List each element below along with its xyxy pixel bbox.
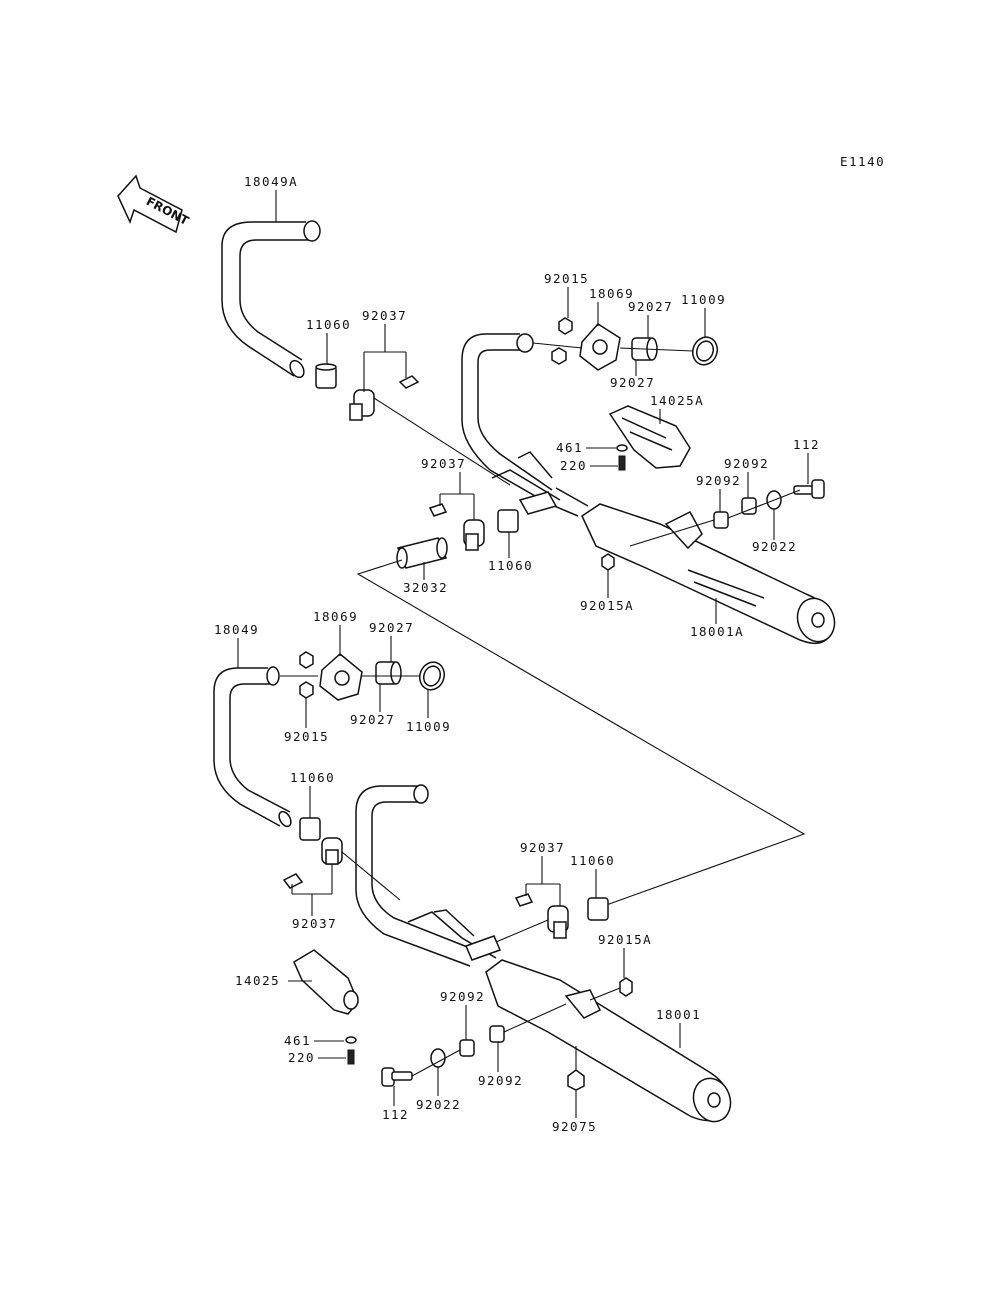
front-arrow-icon: FRONT [117, 174, 192, 234]
nut-92015-upper-a [558, 317, 573, 335]
label-92027-upper-a: 92027 [628, 299, 673, 314]
label-11060-upper-b: 11060 [488, 558, 533, 573]
label-18001: 18001 [656, 1007, 701, 1022]
clamp-92037-upper [349, 375, 420, 421]
clamp-92037-lower [282, 837, 343, 889]
label-18001A: 18001A [690, 624, 744, 639]
label-92092-upper-a: 92092 [724, 456, 769, 471]
washer-461-lower [345, 1036, 357, 1044]
label-220-upper: 220 [560, 458, 587, 473]
label-18049: 18049 [214, 622, 259, 637]
collar-92092-upper-a [741, 497, 757, 515]
label-112-lower: 112 [382, 1107, 409, 1122]
label-14025: 14025 [235, 973, 280, 988]
gasket-92027-lower [375, 661, 402, 685]
label-32032: 32032 [403, 580, 448, 595]
exhaust-pipe-18049A [221, 220, 321, 379]
label-92022-lower: 92022 [416, 1097, 461, 1112]
label-92015-lower: 92015 [284, 729, 329, 744]
nut-92015A-lower [619, 977, 633, 997]
sleeve-11060-lower [299, 817, 321, 841]
sleeve-11060-lower-b [587, 897, 609, 921]
label-92037-upper: 92037 [362, 308, 407, 323]
collar-92092-lower-a [459, 1039, 475, 1057]
label-92037-lower-b: 92037 [520, 840, 565, 855]
label-18069-lower: 18069 [313, 609, 358, 624]
label-92015A-upper: 92015A [580, 598, 634, 613]
gasket-11009-lower [418, 661, 446, 691]
diagram-code: E1140 [840, 154, 885, 169]
collector-pipe-lower [355, 784, 502, 967]
collar-92092-lower-b [489, 1025, 505, 1043]
washer-461-upper [616, 444, 628, 452]
label-18069-upper: 18069 [589, 286, 634, 301]
label-14025A: 14025A [650, 393, 704, 408]
sleeve-11060-upper-b [497, 509, 519, 533]
label-92092-lower-b: 92092 [478, 1073, 523, 1088]
flange-18069-upper [579, 323, 621, 371]
nut-92015-lower-b [299, 681, 314, 699]
flange-18069-lower [319, 653, 363, 701]
nut-92015A-upper [601, 553, 615, 571]
collar-92092-upper-b [713, 511, 729, 529]
label-92015A-lower: 92015A [598, 932, 652, 947]
label-92037-upper-b: 92037 [421, 456, 466, 471]
collector-pipe-upper [461, 333, 589, 517]
label-92027-lower-a: 92027 [369, 620, 414, 635]
nut-92015-lower-a [299, 651, 314, 669]
clamp-92037-upper-b [428, 503, 485, 551]
label-461-lower: 461 [284, 1033, 311, 1048]
label-461-upper: 461 [556, 440, 583, 455]
label-92092-lower-a: 92092 [440, 989, 485, 1004]
guide-line [356, 559, 806, 909]
gasket-11009-upper [691, 336, 719, 366]
label-112-upper: 112 [793, 437, 820, 452]
nut-92015-upper-b [551, 347, 567, 365]
label-220-lower: 220 [288, 1050, 315, 1065]
muffler-18001 [485, 959, 732, 1123]
label-92092-upper-b: 92092 [696, 473, 741, 488]
label-11060-upper: 11060 [306, 317, 351, 332]
bolt-112-upper [793, 479, 825, 499]
label-11060-lower-b: 11060 [570, 853, 615, 868]
label-92027-upper-b: 92027 [610, 375, 655, 390]
muffler-18001A [581, 503, 836, 645]
label-11060-lower: 11060 [290, 770, 335, 785]
screw-220-upper [618, 455, 626, 471]
label-92075: 92075 [552, 1119, 597, 1134]
bolt-112-lower [381, 1067, 413, 1087]
exhaust-pipe-18049 [213, 666, 292, 828]
nut-92075 [567, 1069, 585, 1091]
clamp-92037-lower-b [514, 893, 569, 939]
label-92027-lower-b: 92027 [350, 712, 395, 727]
connector-pipe-32032 [396, 537, 448, 569]
label-18049A: 18049A [244, 174, 298, 189]
label-11009-upper: 11009 [681, 292, 726, 307]
label-92015-upper: 92015 [544, 271, 589, 286]
screw-220-lower [347, 1049, 355, 1065]
label-92022-upper: 92022 [752, 539, 797, 554]
heat-shield-14025 [293, 949, 359, 1015]
sleeve-11060-upper [315, 363, 337, 389]
label-11009-lower: 11009 [406, 719, 451, 734]
heat-shield-14025A [608, 405, 691, 469]
label-92037-lower: 92037 [292, 916, 337, 931]
